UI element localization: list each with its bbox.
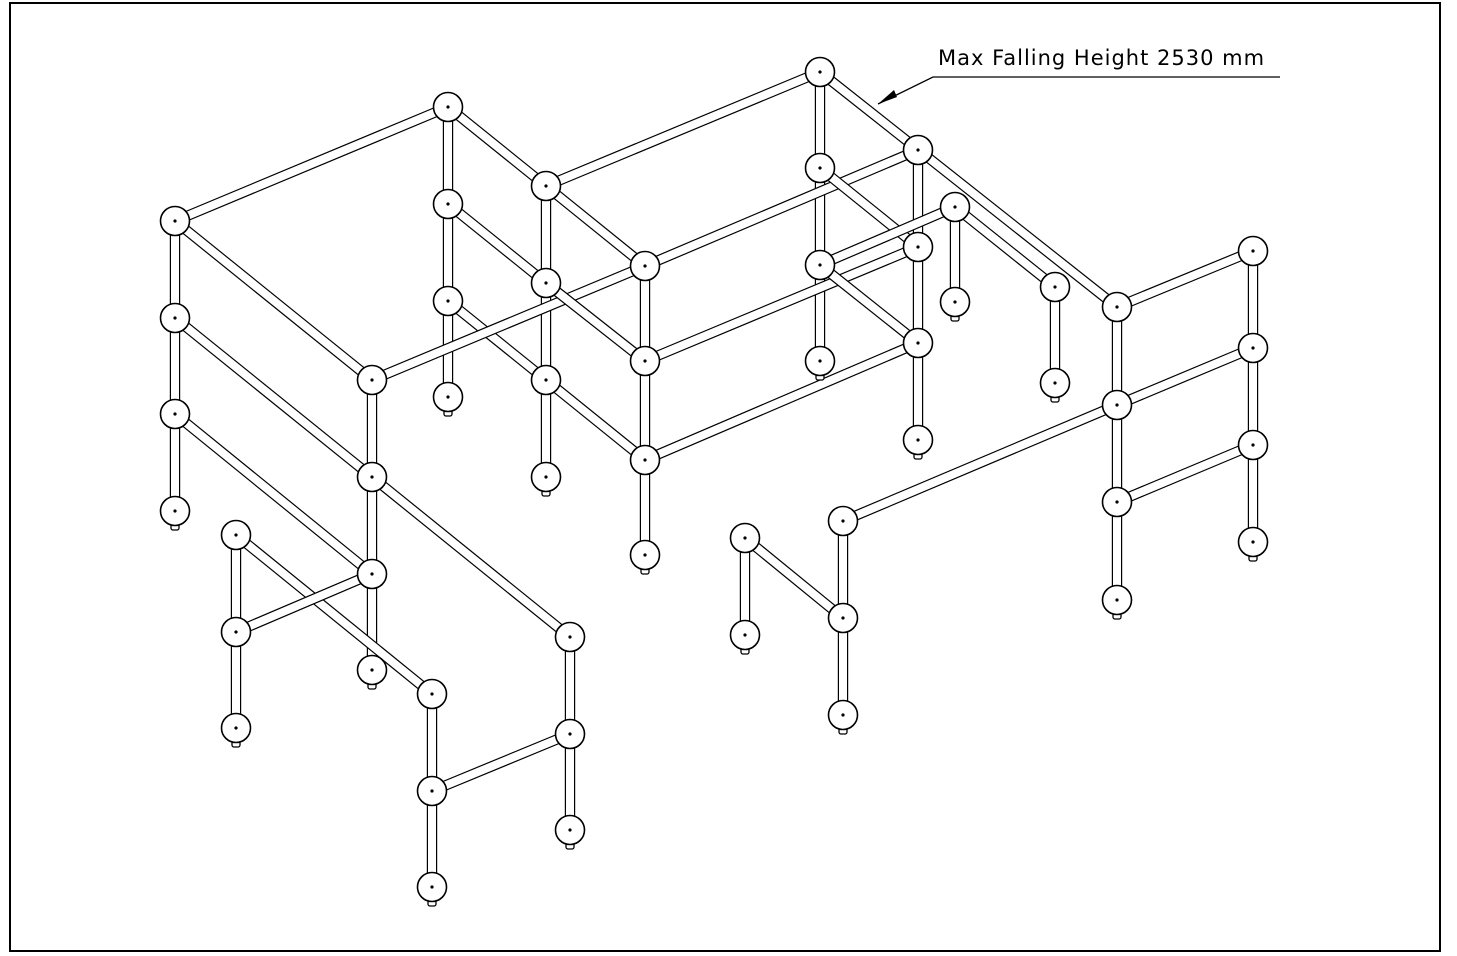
joint-ball [416, 775, 448, 807]
joint-ball [554, 814, 586, 846]
rail-tube [816, 260, 922, 348]
rail-tube [840, 400, 1120, 526]
joint-ball [356, 558, 388, 590]
rail-tube [444, 102, 550, 191]
joint-ball [1101, 389, 1133, 421]
joint-ball [159, 302, 191, 334]
joint-ball [827, 699, 859, 731]
rail-tube [444, 296, 550, 385]
rail-tube [816, 163, 922, 252]
rail-tube [1114, 440, 1256, 507]
rail-tube [817, 202, 958, 270]
rail-tube [171, 313, 376, 482]
joint-ball [804, 56, 836, 88]
rail-tube [232, 530, 436, 699]
rail-tube [172, 102, 451, 226]
joint-ball [159, 398, 191, 430]
joint-ball [432, 381, 464, 413]
joints-layer [159, 56, 1269, 903]
tubes-layer [169, 67, 1259, 887]
joint-ball [1039, 367, 1071, 399]
joint-ball [729, 522, 761, 554]
rail-tube [233, 569, 375, 637]
rail-tube [171, 409, 376, 579]
max-falling-height-label: Max Falling Height 2530 mm [938, 46, 1266, 70]
joint-ball [530, 170, 562, 202]
rail-tube [369, 261, 648, 385]
joint-ball [1101, 291, 1133, 323]
rail-tube [1115, 246, 1255, 312]
joint-ball [554, 718, 586, 750]
joint-ball [939, 286, 971, 318]
joint-ball [432, 91, 464, 123]
joint-ball [220, 712, 252, 744]
rail-tube [542, 181, 649, 271]
joint-ball [804, 249, 836, 281]
joint-ball [416, 871, 448, 903]
joint-ball [1237, 332, 1269, 364]
joint-ball [530, 364, 562, 396]
joint-ball [827, 602, 859, 634]
joint-ball [220, 616, 252, 648]
joint-ball [530, 461, 562, 493]
rail-tube [1114, 343, 1256, 410]
joint-ball [1237, 235, 1269, 267]
rail-tube [642, 145, 921, 271]
joint-ball [416, 678, 448, 710]
rail-tube [430, 729, 572, 796]
joint-ball [902, 231, 934, 263]
joint-ball [159, 205, 191, 237]
rail-tube [542, 278, 649, 366]
joint-ball [902, 327, 934, 359]
joint-ball [1237, 429, 1269, 461]
joint-ball [356, 654, 388, 686]
joint-ball [1101, 584, 1133, 616]
joint-ball [1039, 271, 1071, 303]
joint-ball [1101, 486, 1133, 518]
joint-ball [629, 444, 661, 476]
rail-tube [642, 242, 921, 366]
rail-tube [642, 338, 921, 465]
joint-ball [629, 345, 661, 377]
joint-ball [729, 619, 761, 651]
joint-ball [804, 152, 836, 184]
joint-ball [159, 495, 191, 527]
joint-ball [939, 191, 971, 223]
rail-tube [368, 472, 574, 642]
joint-ball [902, 134, 934, 166]
joint-ball [530, 267, 562, 299]
joint-ball [220, 519, 252, 551]
joint-ball [804, 345, 836, 377]
joint-ball [902, 424, 934, 456]
rail-tube [171, 216, 376, 385]
rail-tube [816, 67, 1121, 312]
joint-ball [356, 461, 388, 493]
rail-tube [542, 375, 649, 465]
joint-ball [827, 505, 859, 537]
joint-ball [432, 188, 464, 220]
rail-tube [741, 533, 847, 623]
joint-ball [432, 285, 464, 317]
rail-tube [951, 202, 1059, 292]
sheet-border [9, 2, 1441, 952]
joint-ball [356, 364, 388, 396]
joint-ball [629, 539, 661, 571]
rail-tube [444, 199, 550, 288]
annotation-leader [877, 76, 1280, 105]
rail-tube [544, 67, 822, 191]
joint-ball [1237, 526, 1269, 558]
joint-ball [629, 250, 661, 282]
joint-ball [554, 621, 586, 653]
